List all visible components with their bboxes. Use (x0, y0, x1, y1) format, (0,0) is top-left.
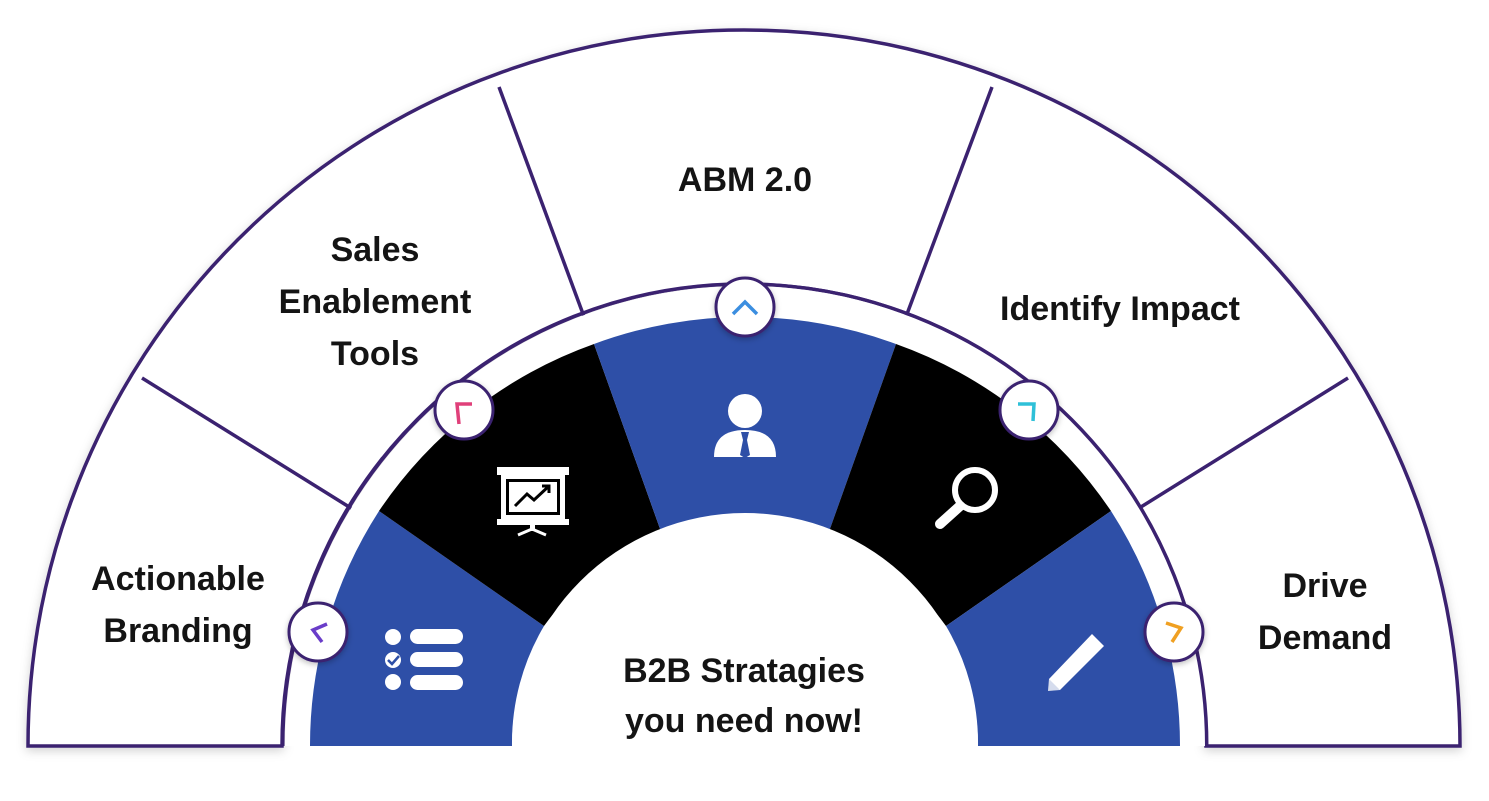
label-line: Identify Impact (1000, 290, 1240, 328)
label-line: Demand (1257, 619, 1393, 657)
center-title: B2B Stratagies you need now! (544, 646, 944, 746)
chevron-up-left-icon (455, 402, 472, 425)
chevron-bubble-abm[interactable] (714, 276, 776, 338)
pencil-icon (1048, 634, 1104, 691)
center-title-line-2: you need now! (625, 702, 863, 740)
inner-segment-identify-impact (826, 344, 1111, 626)
center-hole (512, 513, 978, 760)
base-strip (500, 748, 1130, 768)
chevron-up-right-icon (1018, 402, 1036, 422)
label-line: Enablement (278, 283, 472, 321)
presentation-chart-icon (497, 467, 569, 537)
label-line: Actionable (91, 560, 265, 598)
inner-ring (309, 316, 1180, 746)
chevron-bubble-identify-impact[interactable] (998, 379, 1060, 441)
label-drive-demand: Drive Demand (1215, 560, 1435, 664)
checklist-icon (385, 629, 463, 690)
chevron-up-icon (731, 299, 759, 316)
businessman-icon (714, 394, 776, 458)
label-line: Tools (330, 335, 420, 373)
chevron-bubble-sales-enablement[interactable] (433, 379, 495, 441)
inner-segment-abm (594, 316, 896, 540)
divider-3 (902, 86, 994, 323)
divider-4 (1135, 376, 1349, 512)
label-sales-enablement-tools: Sales Enablement Tools (245, 224, 505, 380)
chevron-bubble-drive-demand[interactable] (1143, 601, 1205, 663)
inner-segment-actionable-branding (309, 511, 544, 746)
outer-dividers (141, 86, 1349, 512)
label-line: ABM 2.0 (677, 161, 813, 199)
inner-segment-drive-demand (946, 511, 1180, 746)
label-abm: ABM 2.0 (625, 154, 865, 206)
magnifier-icon (935, 467, 998, 529)
label-line: Drive (1282, 567, 1368, 605)
label-actionable-branding: Actionable Branding (58, 553, 298, 657)
label-line: Branding (103, 612, 253, 650)
label-line: Sales (330, 231, 420, 269)
label-identify-impact: Identify Impact (960, 283, 1280, 335)
divider-1 (141, 376, 355, 512)
chevron-right-icon (1165, 621, 1184, 643)
center-hole-edge (528, 529, 962, 747)
chevron-left-icon (310, 622, 328, 644)
center-title-line-1: B2B Stratagies (623, 652, 865, 690)
chevron-bubble-actionable-branding[interactable] (287, 601, 349, 663)
divider-2 (497, 86, 588, 323)
